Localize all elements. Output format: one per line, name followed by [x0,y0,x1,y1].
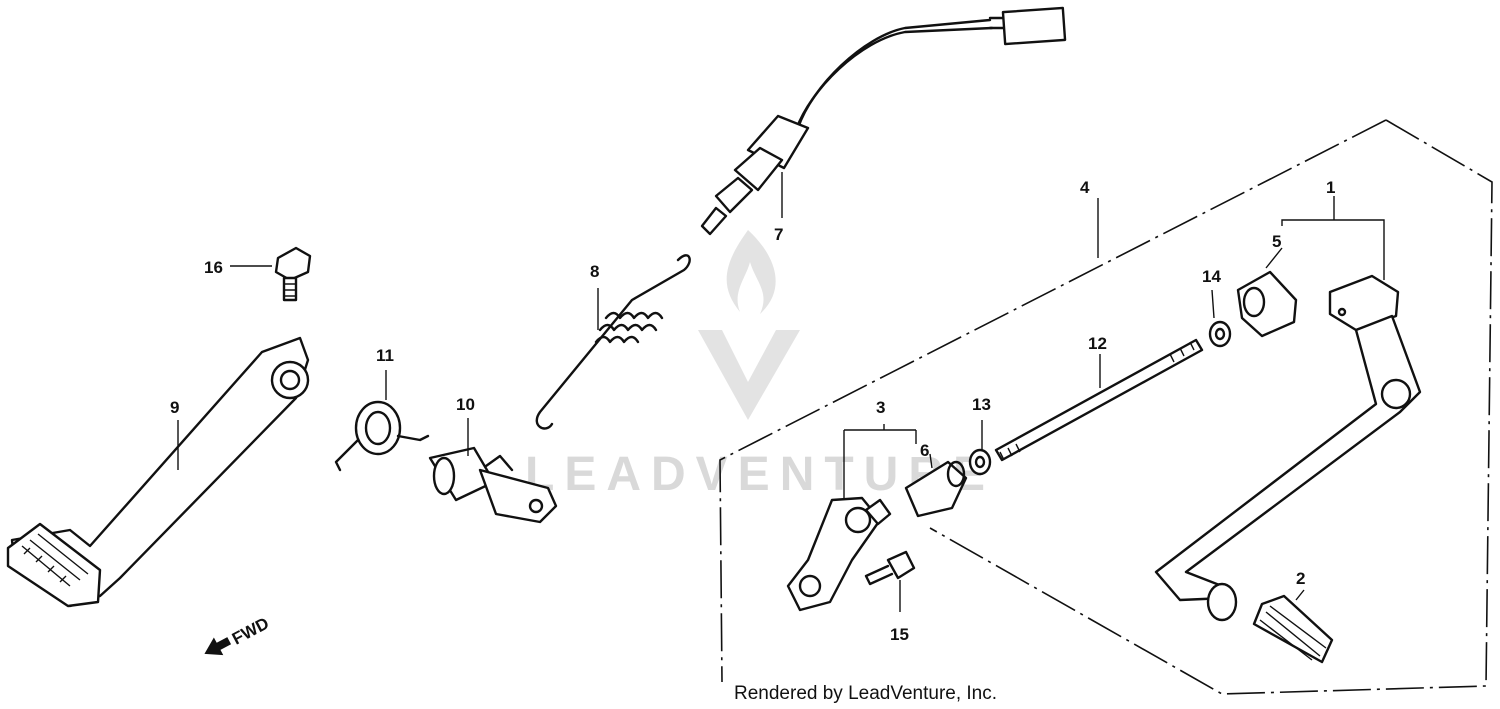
part-12-rod [994,338,1204,462]
fwd-label: FWD [229,614,272,649]
callout-15: 15 [890,625,909,644]
fwd-arrow-icon [204,637,232,656]
part-11-torsion-spring [334,400,430,472]
part-14-nut [1208,320,1232,348]
credit-text: Rendered by LeadVenture, Inc. [734,683,997,704]
callout-8: 8 [590,262,599,281]
callout-2: 2 [1296,569,1305,588]
assembly-outline [719,119,1493,695]
part-13-nut [968,448,992,476]
watermark-v-icon [698,330,800,420]
fwd-indicator: FWD [204,614,272,656]
callout-4: 4 [1080,178,1090,197]
part-6-boot [904,460,968,518]
part-10-pivot-shaft [428,446,558,524]
callout-14: 14 [1202,267,1221,286]
part-9-brake-pedal [6,336,310,608]
callout-11: 11 [376,346,394,365]
part-16-bolt [274,246,312,302]
callout-16: 16 [204,258,223,277]
watermark-flame-icon [726,230,776,314]
part-15-bolt [864,550,916,586]
part-1-shift-lever [1154,274,1422,622]
part-2-peg-rubber [1252,594,1334,664]
callouts: 1 2 3 4 5 6 7 8 9 10 11 12 13 14 15 16 [170,178,1335,644]
callout-10: 10 [456,395,475,414]
callout-7: 7 [774,225,783,244]
part-8-return-spring [535,254,691,430]
callout-5: 5 [1272,232,1281,251]
callout-3: 3 [876,398,885,417]
leader-lines [177,172,1385,612]
callout-6: 6 [920,441,929,460]
callout-9: 9 [170,398,179,417]
callout-12: 12 [1088,334,1107,353]
callout-13: 13 [972,395,991,414]
part-5-joint [1236,270,1298,338]
part-3-link-arm [786,496,892,612]
callout-1: 1 [1326,178,1335,197]
part-7-stop-switch [700,6,1067,236]
